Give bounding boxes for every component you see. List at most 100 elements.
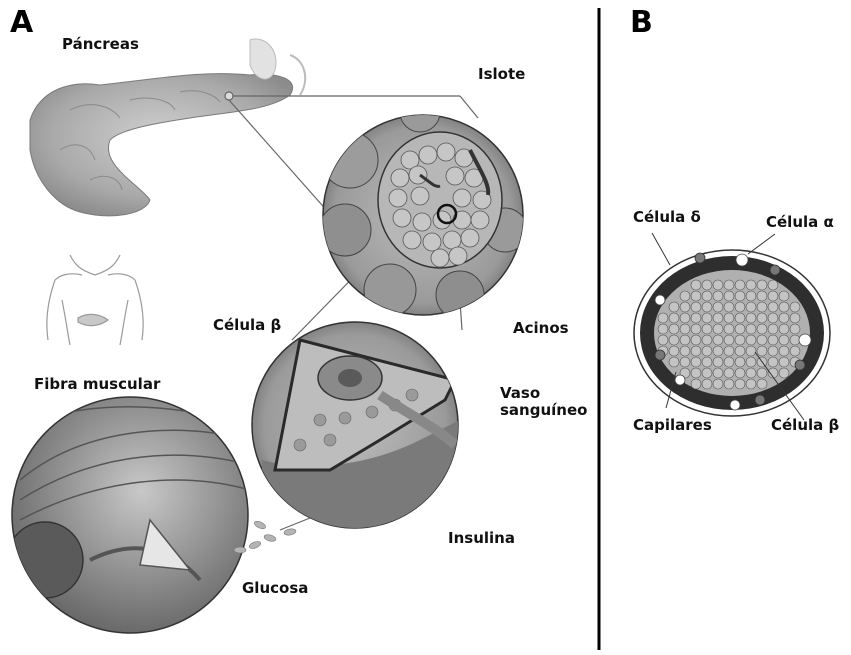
beta-cell-circle (252, 322, 460, 530)
beta-cell-mark (680, 291, 690, 301)
beta-cell-mark (746, 291, 756, 301)
islet-circle (319, 92, 527, 319)
beta-cell-mark (713, 324, 723, 334)
beta-cell-mark (713, 368, 723, 378)
beta-cell-mark (702, 302, 712, 312)
beta-cell-mark (669, 346, 679, 356)
beta-cell-mark (680, 313, 690, 323)
body-outline (47, 255, 143, 345)
beta-cell-mark (691, 357, 701, 367)
beta-cell-mark (713, 357, 723, 367)
label-capillaries: Capilares (633, 417, 712, 434)
beta-cell-mark (757, 302, 767, 312)
beta-cell-mark (680, 335, 690, 345)
beta-cell-mark (735, 313, 745, 323)
beta-cell-mark (768, 357, 778, 367)
beta-cell-mark (702, 291, 712, 301)
beta-cell-mark (669, 324, 679, 334)
label-blood-vessel-line2: sanguíneo (500, 402, 587, 419)
beta-cell-mark (724, 357, 734, 367)
beta-cell-mark (735, 291, 745, 301)
beta-cell-mark (724, 291, 734, 301)
beta-cell-mark (746, 368, 756, 378)
pancreas-organ (30, 39, 305, 216)
beta-cell-mark (702, 346, 712, 356)
beta-cell-mark (735, 280, 745, 290)
beta-cell-mark (790, 335, 800, 345)
beta-cell-mark (724, 335, 734, 345)
beta-cell-mark (735, 379, 745, 389)
beta-cell-mark (757, 368, 767, 378)
beta-cell-mark (735, 302, 745, 312)
beta-cell-mark (757, 280, 767, 290)
label-beta-cell: Célula β (213, 317, 281, 334)
beta-cell-mark (724, 346, 734, 356)
beta-cell-mark (790, 313, 800, 323)
beta-cell-mark (735, 335, 745, 345)
label-insulin: Insulina (448, 530, 515, 547)
label-blood-vessel-line1: Vaso (500, 385, 587, 402)
beta-cell-mark (680, 302, 690, 312)
beta-cell-mark (746, 302, 756, 312)
label-alpha-cell: Célula α (766, 214, 834, 231)
label-beta-cell-b: Célula β (771, 417, 839, 434)
beta-cell-mark (779, 335, 789, 345)
beta-cell-mark (680, 324, 690, 334)
beta-cell-mark (713, 346, 723, 356)
beta-cell-mark (768, 280, 778, 290)
beta-cell-mark (768, 302, 778, 312)
beta-cell-mark (702, 313, 712, 323)
beta-cell-mark (691, 379, 701, 389)
beta-cell-mark (746, 313, 756, 323)
beta-cell-mark (746, 357, 756, 367)
beta-cell-mark (768, 324, 778, 334)
beta-cell-mark (658, 335, 668, 345)
beta-cell-mark (691, 291, 701, 301)
beta-cell-mark (724, 280, 734, 290)
beta-cell-mark (768, 313, 778, 323)
beta-cell-mark (702, 357, 712, 367)
beta-cell-mark (680, 357, 690, 367)
beta-cell-mark (691, 313, 701, 323)
beta-cell-mark (691, 302, 701, 312)
beta-cell-mark (757, 335, 767, 345)
panel-label-b: B (630, 8, 653, 38)
beta-cell-mark (669, 335, 679, 345)
label-glucose: Glucosa (242, 580, 308, 597)
beta-cell-mark (757, 313, 767, 323)
beta-cell-mark (691, 280, 701, 290)
beta-cell-mark (724, 302, 734, 312)
beta-cell-mark (768, 346, 778, 356)
muscle-circle (7, 397, 250, 633)
beta-cell-mark (757, 379, 767, 389)
beta-cell-mark (658, 313, 668, 323)
beta-cell-mark (680, 346, 690, 356)
beta-cell-mark (746, 280, 756, 290)
label-muscle-fiber: Fibra muscular (34, 376, 160, 393)
beta-cell-mark (669, 302, 679, 312)
beta-cell-mark (735, 368, 745, 378)
beta-cell-mark (713, 379, 723, 389)
beta-cell-mark (746, 335, 756, 345)
beta-cell-mark (713, 335, 723, 345)
beta-cell-mark (713, 280, 723, 290)
beta-cell-mark (724, 379, 734, 389)
label-acini: Acinos (513, 320, 569, 337)
label-pancreas: Páncreas (62, 36, 139, 53)
beta-cell-mark (713, 291, 723, 301)
beta-cell-mark (713, 313, 723, 323)
beta-cell-mark (702, 335, 712, 345)
beta-cell-mark (779, 313, 789, 323)
beta-cell-mark (724, 324, 734, 334)
beta-cell-mark (735, 324, 745, 334)
beta-cell-mark (724, 368, 734, 378)
beta-cell-mark (768, 291, 778, 301)
beta-cell-mark (779, 368, 789, 378)
beta-cell-mark (779, 357, 789, 367)
beta-cell-mark (669, 313, 679, 323)
islet-cross-section (634, 233, 830, 420)
beta-cell-mark (779, 346, 789, 356)
beta-cell-mark (724, 313, 734, 323)
beta-cell-mark (746, 379, 756, 389)
